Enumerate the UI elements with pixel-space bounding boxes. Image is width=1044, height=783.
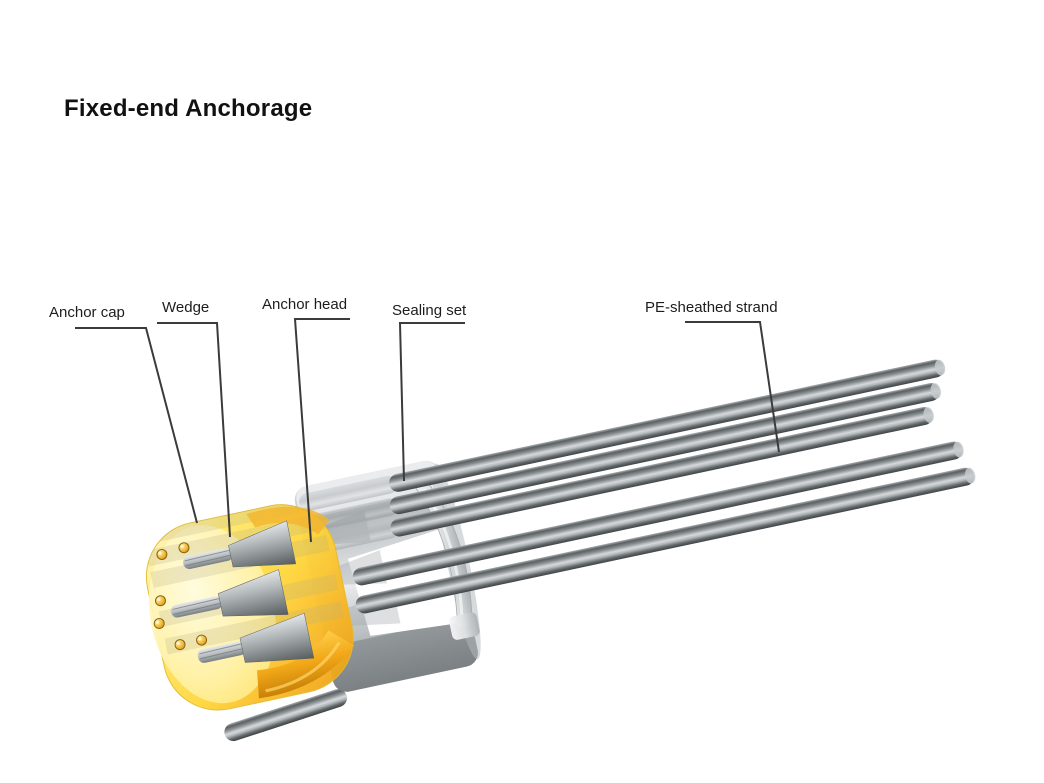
- label-wedge: Wedge: [162, 299, 210, 316]
- label-anchor-cap: Anchor cap: [49, 304, 125, 321]
- cap-rivets: [153, 542, 208, 651]
- leader-line-wedge: [157, 322, 231, 538]
- leader-line-pe-strand: [685, 321, 780, 453]
- label-sealing-set: Sealing set: [392, 302, 467, 319]
- label-pe-sheathed-strand: PE-sheathed strand: [645, 299, 778, 316]
- label-anchor-head: Anchor head: [262, 296, 348, 313]
- wedge-stub-top: [183, 520, 297, 569]
- pe-strand-shapes: [352, 359, 976, 614]
- leader-line-sealing-set: [398, 322, 465, 482]
- under-strand-shape: [224, 689, 347, 742]
- wedge-stub-middle: [170, 569, 289, 618]
- leader-line-anchor-head: [293, 318, 350, 543]
- leader-line-anchor-cap: [75, 327, 198, 524]
- wedge-strand-stubs: [170, 520, 315, 663]
- anchorage-illustration: [141, 359, 976, 742]
- page-title: Fixed-end Anchorage: [64, 95, 313, 122]
- wedge-stub-bottom: [197, 612, 315, 663]
- leader-lines: [75, 318, 780, 543]
